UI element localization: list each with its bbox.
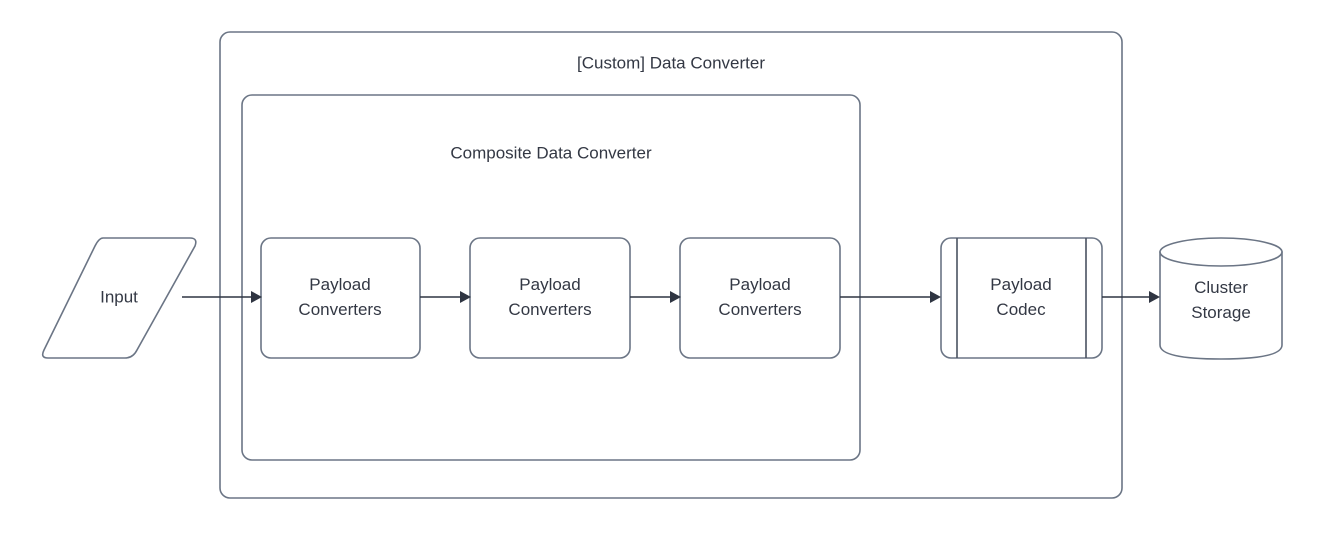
node-input[interactable]	[41, 237, 197, 359]
edge-pc3-to-codec	[840, 291, 941, 303]
payload-codec-body	[940, 237, 1103, 359]
cluster-storage-top-ellipse	[1159, 237, 1283, 267]
node-payload-codec[interactable]	[940, 237, 1103, 359]
edge-codec-to-storage	[1102, 291, 1160, 303]
edge-input-to-pc1	[182, 291, 262, 303]
arrowhead-icon	[670, 291, 681, 303]
node-payload-converters-1[interactable]	[260, 237, 421, 359]
node-payload-converters-2[interactable]	[469, 237, 631, 359]
arrowhead-icon	[460, 291, 471, 303]
arrowhead-icon	[1149, 291, 1160, 303]
cluster-storage-body	[1159, 251, 1283, 360]
edge-pc1-to-pc2	[420, 291, 471, 303]
node-cluster-storage[interactable]	[1159, 237, 1283, 360]
arrowhead-icon	[930, 291, 941, 303]
arrowhead-icon	[251, 291, 262, 303]
edge-pc2-to-pc3	[630, 291, 681, 303]
node-payload-converters-3[interactable]	[679, 237, 841, 359]
